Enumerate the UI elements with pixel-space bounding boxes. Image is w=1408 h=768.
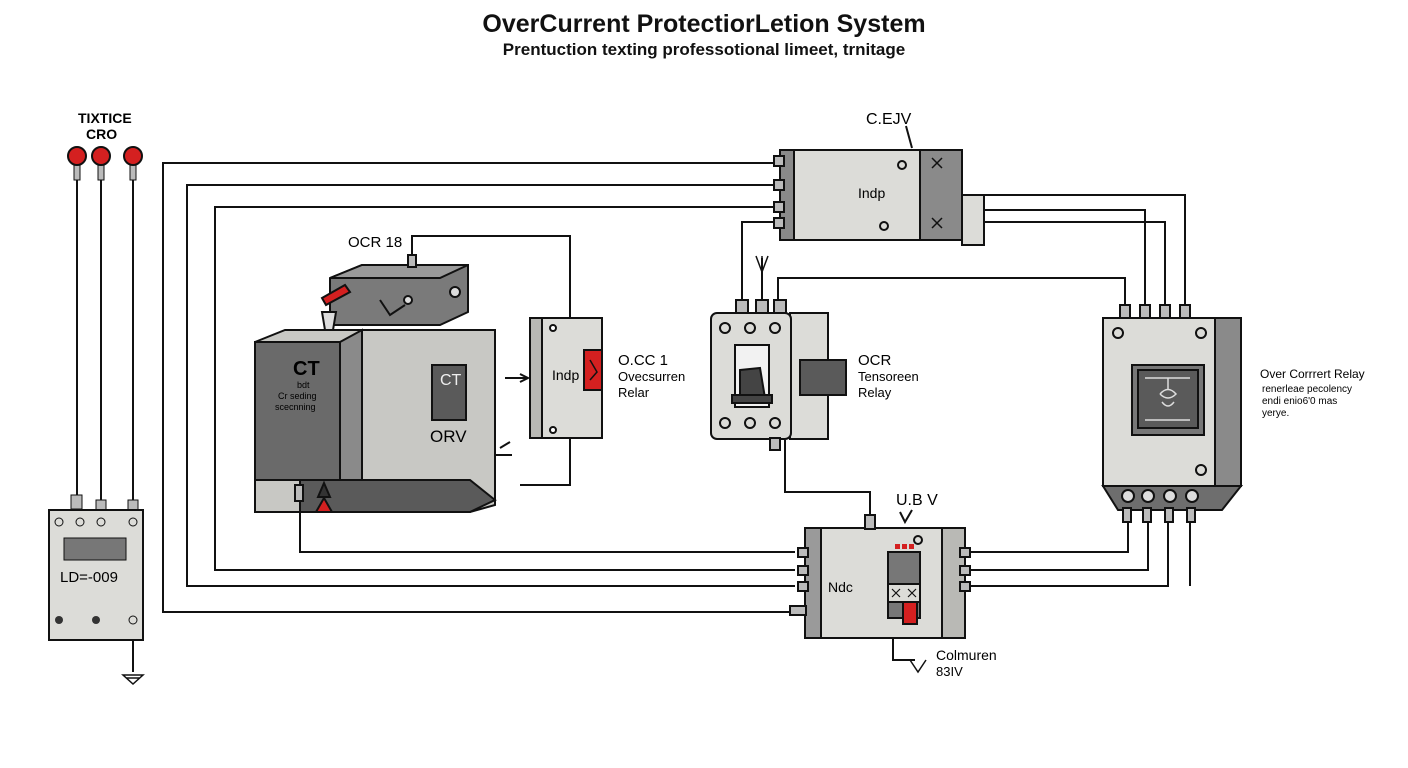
label-colm2: 83IV xyxy=(936,664,963,679)
label-relay-2: renerleae pecolency xyxy=(1262,384,1352,395)
label-indp-top: Indp xyxy=(858,185,885,201)
label-colm1: Colmuren xyxy=(936,647,997,663)
wire-top-right-1 xyxy=(985,209,1146,310)
wire-loop-1 xyxy=(162,162,795,613)
top-contactor xyxy=(773,125,985,246)
label-ocr18: OCR 18 xyxy=(348,234,402,251)
label-ct-small: CT xyxy=(440,372,462,389)
label-relay-4: yerye. xyxy=(1262,408,1289,419)
wire-indp-mid xyxy=(520,438,571,486)
red-indicator xyxy=(583,349,603,391)
indicator-lamps: TIXTICE CRO xyxy=(67,110,143,181)
red-fuse xyxy=(902,601,918,625)
lamp-red-1 xyxy=(67,146,87,166)
wiring xyxy=(76,162,1191,672)
label-occ1: O.CC 1 xyxy=(618,352,668,369)
wire-top-right-2 xyxy=(985,221,1166,310)
label-ct-sub3: scecnning xyxy=(275,402,316,412)
label-ct-sub1: bdt xyxy=(297,380,310,390)
label-ocr-right-2: Tensoreen xyxy=(858,369,919,384)
center-breaker xyxy=(710,255,847,451)
left-meter: LD=-009 xyxy=(48,494,145,686)
wire-top-center-1 xyxy=(741,221,780,305)
red-triangle-icon xyxy=(314,495,334,513)
label-ct-sub2: Cr seding xyxy=(278,391,317,401)
label-relay-3: endi enio6'0 mas xyxy=(1262,396,1337,407)
wire-top-right-3 xyxy=(962,194,1186,310)
ct-assembly xyxy=(254,254,531,513)
wire-bottom-right-2 xyxy=(965,515,1149,571)
wire-ocr18 xyxy=(411,235,571,320)
meter-label: LD=-009 xyxy=(60,569,118,586)
ground-icon xyxy=(121,674,145,686)
wire-bottom-right-1 xyxy=(965,515,1129,553)
lamp-red-2 xyxy=(91,146,111,166)
label-tixtice: TIXTICE xyxy=(78,110,132,126)
label-cejv: C.EJV xyxy=(866,111,912,128)
wire-center-bottom xyxy=(784,440,871,520)
label-orv: ORV xyxy=(430,427,467,446)
label-indp-mid: Indp xyxy=(552,367,579,383)
label-ubv: U.B V xyxy=(896,492,938,509)
label-occ1-3: Relar xyxy=(618,385,650,400)
x-mark-icon xyxy=(931,157,943,229)
wire-loop-2 xyxy=(186,184,795,587)
label-occ1-2: Ovecsurren xyxy=(618,369,685,384)
label-ct-big: CT xyxy=(293,358,320,380)
wire-bottom-right-3 xyxy=(965,515,1169,587)
overcurrent-relay xyxy=(1101,304,1244,523)
wire-loop-3 xyxy=(214,206,795,571)
label-ndc: Ndc xyxy=(828,579,853,595)
wire-center-right xyxy=(777,277,1126,310)
label-ocr-right-3: Relay xyxy=(858,385,892,400)
lamp-red-3 xyxy=(123,146,143,166)
label-ocr-right: OCR xyxy=(858,352,892,369)
meter-display xyxy=(63,537,127,561)
wire-bottom-out xyxy=(892,635,915,661)
label-cro: CRO xyxy=(86,126,117,142)
diagram-title: OverCurrent ProtectiorLetion System xyxy=(482,10,926,38)
bottom-ndc-block xyxy=(789,509,971,674)
label-relay-title: Over Corrrert Relay xyxy=(1260,367,1365,381)
diagram-subtitle: Prentuction texting professotional limee… xyxy=(502,40,906,59)
indp-module-mid xyxy=(529,317,603,439)
